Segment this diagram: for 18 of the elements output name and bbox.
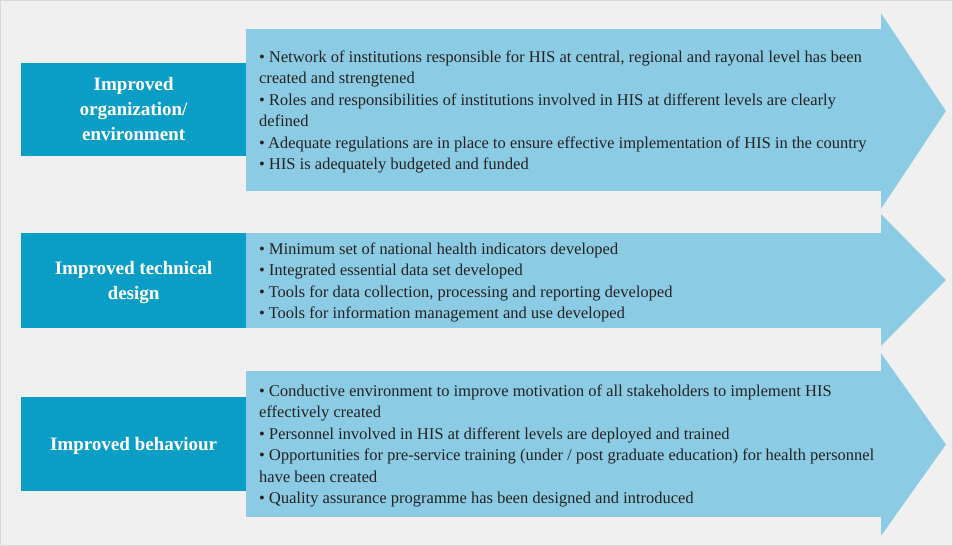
bullet-point: • Network of institutions responsible for HIS at central, regional and rayonal level has been created and strengtened: [259, 46, 863, 88]
bullet-point: • Personnel involved in HIS at different levels are deployed and trained: [259, 422, 731, 444]
bullet-point: • HIS is adequately budgeted and funded: [259, 153, 530, 174]
category-label: Improved organization/ environment: [78, 73, 188, 147]
category-label: Improved technical design: [54, 256, 214, 306]
bullet-point: • Opportunities for pre-service training (under / post graduate education) for health personnel have been created: [259, 444, 876, 487]
bullet-point: • Tools for information management and use developed: [259, 302, 626, 324]
category-box: [21, 397, 246, 491]
bullet-point: • Adequate regulations are in place to ensure effective implementation of HIS in the country: [259, 132, 868, 153]
category-label: Improved behaviour: [50, 432, 217, 456]
category-box: [21, 233, 246, 328]
bullet-point: • Conductive environment to improve motivation of all stakeholders to implement HIS effectively created: [259, 380, 833, 422]
bullet-point: • Minimum set of national health indicators developed: [259, 238, 620, 259]
bullet-point: • Roles and responsibilities of institutions involved in HIS at different levels are clearly defined: [259, 88, 837, 132]
bullet-point: • Quality assurance programme has been designed and introduced: [259, 487, 695, 508]
bullet-point: • Integrated essential data set developed: [259, 259, 524, 280]
bullet-point: • Tools for data collection, processing and reporting developed: [259, 280, 674, 302]
category-box: [21, 63, 246, 156]
